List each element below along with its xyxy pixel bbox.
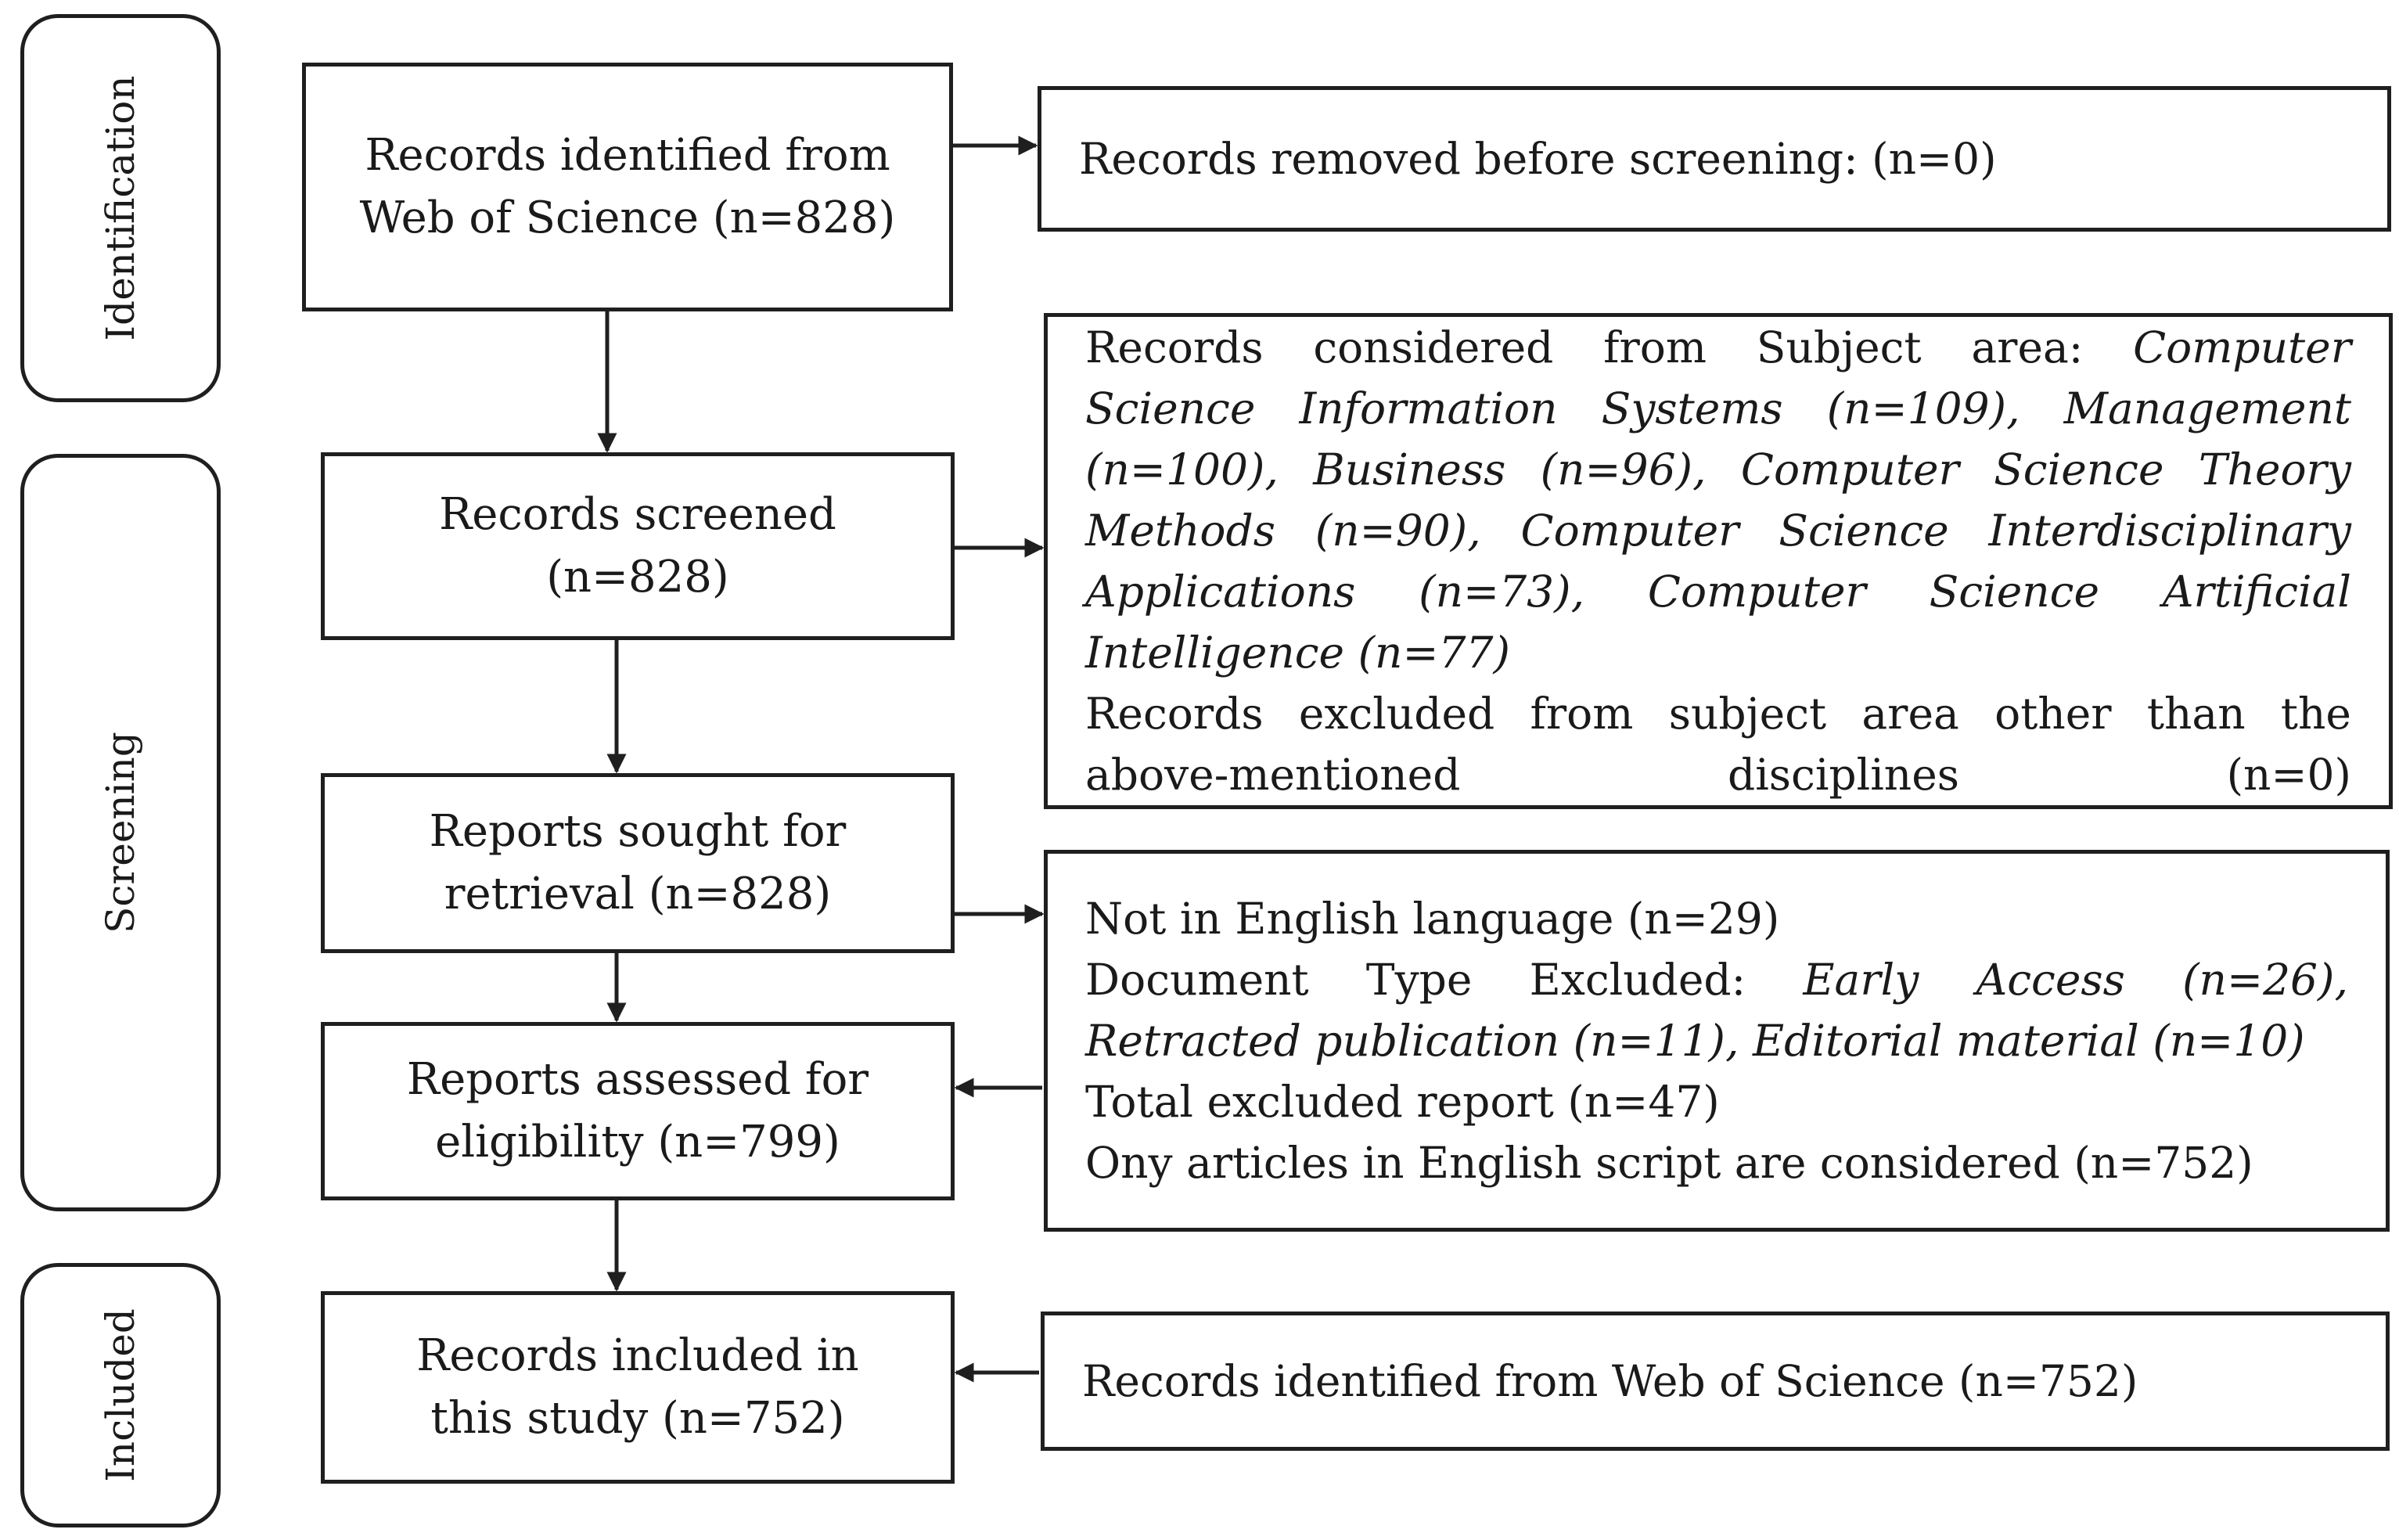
included-source-box: Records identified from Web of Science (… [1041, 1312, 2390, 1451]
exclusion-considered: Ony articles in English script are consi… [1085, 1138, 2253, 1189]
records-identified-box: Records identified from Web of Science (… [302, 63, 953, 311]
records-screened-line1: Records screened [439, 489, 836, 541]
reports-assessed-line2: eligibility (n=799) [435, 1117, 840, 1168]
exclusion-doctype-intro: Document Type Excluded: [1085, 954, 1804, 1005]
subject-area-categories: Computer Science Information Systems (n=… [1085, 322, 2351, 678]
reports-assessed-line1: Reports assessed for [406, 1054, 869, 1106]
phase-identification: Identification [20, 14, 221, 402]
exclusion-language: Not in English language (n=29) [1085, 893, 1780, 944]
subject-area-considered: Records considered from Subject area: Co… [1085, 317, 2351, 684]
exclusions-box: Not in English language (n=29) Document … [1044, 850, 2390, 1232]
reports-sought-box: Reports sought for retrieval (n=828) [321, 773, 955, 953]
phase-screening: Screening [20, 454, 221, 1211]
records-identified-line1: Records identified from [365, 130, 890, 182]
records-included-box: Records included in this study (n=752) [321, 1291, 955, 1484]
subject-area-excluded: Records excluded from subject area other… [1085, 689, 2351, 801]
subject-area-intro: Records considered from Subject area: [1085, 322, 2134, 372]
phase-identification-label: Identification [98, 75, 143, 341]
records-included-line1: Records included in [416, 1330, 859, 1382]
included-source-text: Records identified from Web of Science (… [1082, 1355, 2138, 1406]
reports-sought-line2: retrieval (n=828) [444, 869, 832, 919]
exclusion-doctype-items: Early Access (n=26), Retracted publicati… [1085, 954, 2348, 1066]
records-screened-line2: (n=828) [546, 552, 729, 603]
records-removed-box: Records removed before screening: (n=0) [1038, 86, 2391, 232]
records-identified-line2: Web of Science (n=828) [359, 192, 896, 243]
records-screened-box: Records screened (n=828) [321, 452, 955, 640]
records-removed-text: Records removed before screening: (n=0) [1079, 133, 1997, 184]
phase-included: Included [20, 1263, 221, 1527]
records-included-line2: this study (n=752) [430, 1393, 845, 1444]
reports-assessed-box: Reports assessed for eligibility (n=799) [321, 1022, 955, 1200]
exclusion-total: Total excluded report (n=47) [1085, 1077, 1720, 1128]
exclusion-document-type: Document Type Excluded: Early Access (n=… [1085, 949, 2348, 1071]
phase-screening-label: Screening [98, 732, 143, 934]
subject-area-box: Records considered from Subject area: Co… [1044, 313, 2393, 809]
phase-included-label: Included [98, 1308, 143, 1482]
reports-sought-line1: Reports sought for [429, 806, 847, 858]
